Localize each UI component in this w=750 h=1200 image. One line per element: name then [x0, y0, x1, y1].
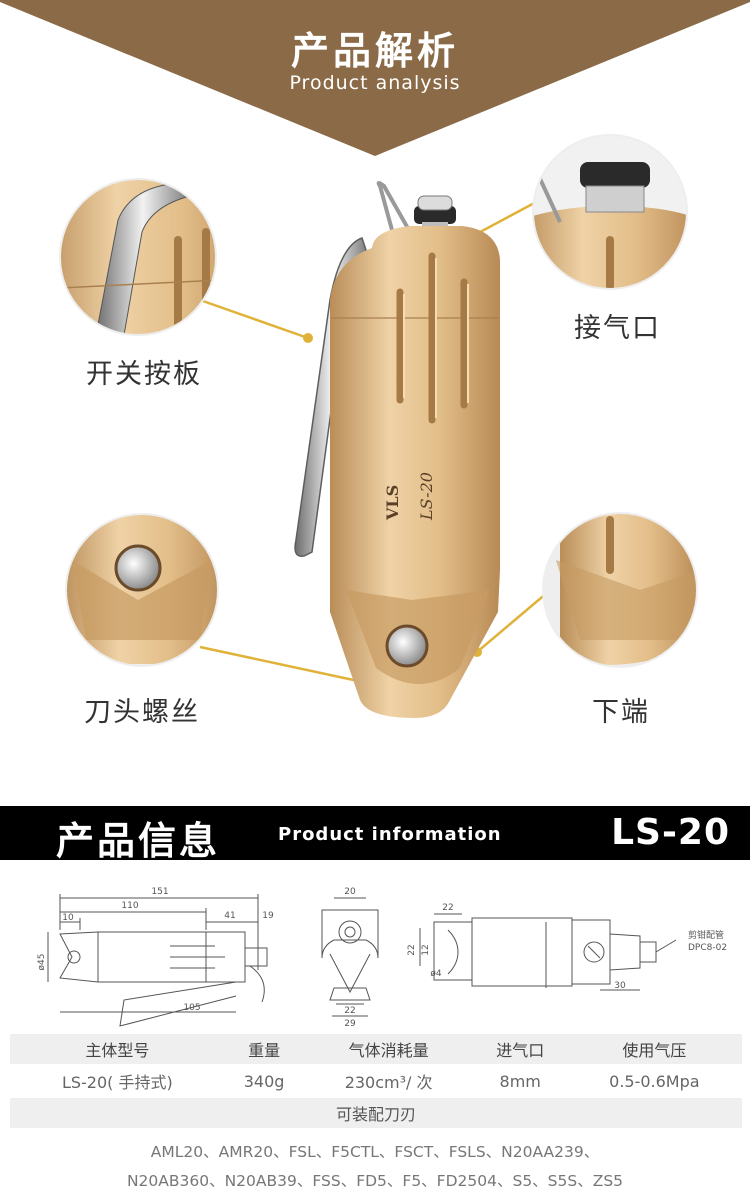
side-view-drawing [47, 894, 268, 1027]
spec-header: 使用气压 [566, 1034, 742, 1064]
analysis-subtitle: Product analysis [289, 72, 461, 94]
spec-value: 8mm [499, 1071, 541, 1091]
dim-29: 29 [344, 1019, 356, 1029]
compatible-line-2: N20AB360、N20AB39、FSS、FD5、F5、FD2504、S5、S5… [126, 1172, 624, 1190]
zoom-switch-plate [60, 179, 216, 335]
dim-19: 19 [262, 911, 274, 921]
dim-22-front: 22 [344, 1006, 355, 1016]
tool-model: LS-20 [417, 472, 436, 521]
info-title: 产品信息 [56, 819, 221, 863]
dim-12: 12 [421, 944, 431, 955]
compatible-line-1: AML20、AMR20、FSL、F5CTL、FSCT、FSLS、N20AA239… [150, 1143, 600, 1161]
info-model: LS-20 [611, 812, 730, 853]
spec-value: 230cm³/ 次 [344, 1073, 433, 1092]
dim-45: ø45 [37, 954, 47, 971]
spec-value: 0.5-0.6Mpa [609, 1071, 700, 1091]
spec-value: 340g [243, 1071, 285, 1091]
spec-blades-row: 可装配刀刃 [10, 1098, 742, 1128]
dim-4: ø4 [430, 969, 442, 979]
product-info-header: 产品信息 Product information LS-20 [0, 806, 750, 863]
pipe-label-cn: 剪钳配管 [688, 929, 724, 941]
tool-body: VLS LS-20 [330, 226, 500, 718]
zoom-blade-screw [66, 514, 218, 666]
spec-header-row: 主体型号 重量 气体消耗量 进气口 使用气压 [10, 1034, 742, 1064]
product-analysis-section: 产品解析 Product analysis [0, 0, 750, 728]
dim-110: 110 [121, 901, 138, 911]
tool-brand: VLS [383, 485, 402, 521]
callout-blade-screw: 刀头螺丝 [84, 697, 200, 728]
zoom-lower-end [543, 513, 697, 667]
spec-value-row: LS-20( 手持式) 340g 230cm³/ 次 8mm 0.5-0.6Mp… [10, 1064, 742, 1098]
callout-lower-end: 下端 [592, 697, 650, 728]
callout-air-inlet: 接气口 [574, 313, 661, 344]
dim-10: 10 [62, 913, 74, 923]
spec-table: 主体型号 重量 气体消耗量 进气口 使用气压 LS-20( 手持式) 340g … [10, 1034, 742, 1128]
blades-label: 可装配刀刃 [10, 1098, 742, 1128]
technical-drawings: 151 110 41 19 10 ø45 105 20 22 29 22 22 … [37, 887, 727, 1029]
spec-header: 主体型号 [10, 1034, 225, 1064]
dim-22-top: 22 [442, 903, 453, 913]
dim-151: 151 [151, 887, 168, 897]
spec-value: LS-20( 手持式) [61, 1073, 173, 1092]
top-view-drawing [419, 913, 677, 991]
analysis-title: 产品解析 [290, 29, 459, 73]
tool-illustration: VLS LS-20 [59, 134, 698, 718]
spec-header: 气体消耗量 [303, 1034, 474, 1064]
title-banner [0, 0, 750, 156]
front-view-drawing [321, 897, 379, 1017]
dim-30: 30 [614, 981, 626, 991]
dim-22-side: 22 [407, 944, 417, 955]
dim-20: 20 [344, 887, 356, 897]
callout-lines [199, 198, 549, 686]
dim-41: 41 [224, 911, 235, 921]
switch-lever [376, 181, 412, 233]
info-subtitle: Product information [278, 824, 502, 845]
spec-header: 进气口 [473, 1034, 567, 1064]
callout-switch-plate: 开关按板 [86, 359, 202, 390]
compatible-blades: AML20、AMR20、FSL、F5CTL、FSCT、FSLS、N20AA239… [20, 1138, 730, 1196]
spec-header: 重量 [224, 1034, 304, 1064]
zoom-air-inlet [533, 135, 687, 289]
pipe-label-code: DPC8-02 [688, 943, 727, 953]
dim-105: 105 [183, 1003, 200, 1013]
